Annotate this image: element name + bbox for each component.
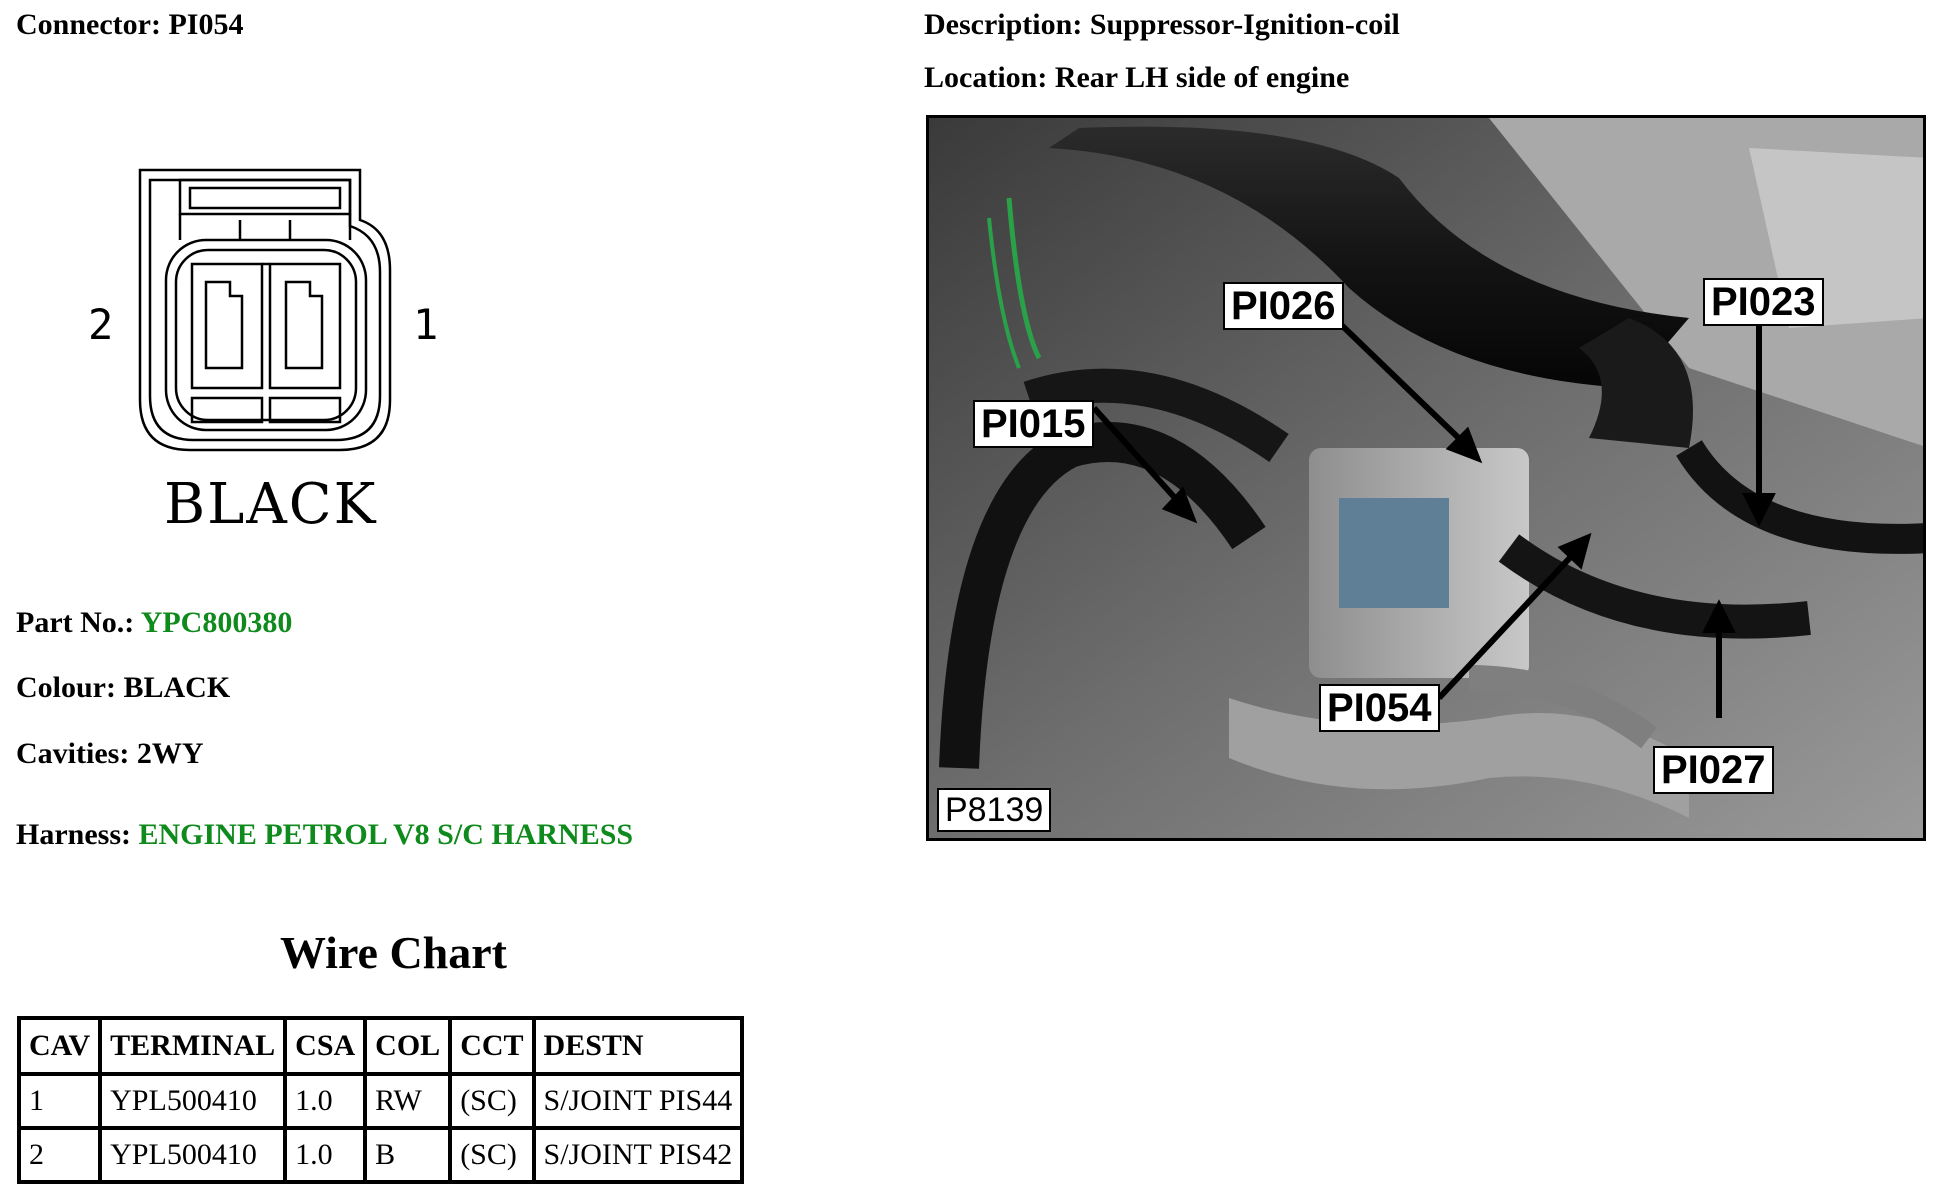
cell-cct: (SC) <box>448 1072 536 1130</box>
cell-destn: S/JOINT PIS44 <box>531 1072 745 1130</box>
header-terminal: TERMINAL <box>98 1016 288 1076</box>
location-value: Rear LH side of engine <box>1054 61 1350 94</box>
callout-pi027: PI027 <box>1653 746 1774 794</box>
callout-pi015: PI015 <box>973 400 1094 448</box>
photo-reference-label: P8139 <box>937 788 1052 832</box>
cavities-label: Cavities: <box>16 737 130 770</box>
connector-value: PI054 <box>168 8 244 41</box>
location-label: Location: <box>924 61 1048 94</box>
part-number-label: Part No.: <box>16 606 135 639</box>
connector-label: Connector: <box>16 8 161 41</box>
colour-value: BLACK <box>123 671 231 704</box>
header-col: COL <box>363 1016 453 1076</box>
callout-pi023: PI023 <box>1703 278 1824 326</box>
cell-terminal: YPL500410 <box>98 1126 288 1184</box>
header-cav: CAV <box>16 1016 103 1076</box>
part-number: Part No.: YPC800380 <box>16 606 292 640</box>
cell-csa: 1.0 <box>283 1126 368 1184</box>
cell-col: RW <box>363 1072 453 1130</box>
harness-label: Harness: <box>16 818 131 851</box>
location: Location: Rear LH side of engine <box>924 61 1349 95</box>
wire-chart-table: CAV TERMINAL CSA COL CCT DESTN 1 YPL5004… <box>16 1016 745 1184</box>
cell-destn: S/JOINT PIS42 <box>531 1126 745 1184</box>
engine-photo-illustration <box>929 118 1923 838</box>
engine-location-photo: PI026 PI023 PI015 PI054 PI027 P8139 <box>926 115 1926 841</box>
pin-number-2: 2 <box>88 300 114 349</box>
table-header-row: CAV TERMINAL CSA COL CCT DESTN <box>16 1016 745 1076</box>
cell-cav: 1 <box>16 1072 103 1130</box>
header-destn: DESTN <box>531 1016 745 1076</box>
harness-link[interactable]: ENGINE PETROL V8 S/C HARNESS <box>138 818 634 851</box>
part-number-link[interactable]: YPC800380 <box>140 606 293 639</box>
header-csa: CSA <box>283 1016 368 1076</box>
cell-terminal: YPL500410 <box>98 1072 288 1130</box>
harness: Harness: ENGINE PETROL V8 S/C HARNESS <box>16 818 633 852</box>
description-value: Suppressor-Ignition-coil <box>1089 8 1400 41</box>
cell-cct: (SC) <box>448 1126 536 1184</box>
cell-csa: 1.0 <box>283 1072 368 1130</box>
cell-col: B <box>363 1126 453 1184</box>
callout-pi026: PI026 <box>1223 282 1344 330</box>
cavities: Cavities: 2WY <box>16 737 203 771</box>
colour: Colour: BLACK <box>16 671 230 705</box>
connector-colour-caption: BLACK <box>164 472 378 537</box>
wire-chart-title: Wire Chart <box>280 927 507 978</box>
header-cct: CCT <box>448 1016 536 1076</box>
cavities-value: 2WY <box>136 737 204 770</box>
callout-pi054: PI054 <box>1319 684 1440 732</box>
connector-title: Connector: PI054 <box>16 8 243 42</box>
cell-cav: 2 <box>16 1126 103 1184</box>
description-label: Description: <box>924 8 1083 41</box>
pin-number-1: 1 <box>413 300 439 349</box>
connector-face-diagram <box>138 168 392 452</box>
description: Description: Suppressor-Ignition-coil <box>924 8 1400 42</box>
colour-label: Colour: <box>16 671 116 704</box>
table-row: 2 YPL500410 1.0 B (SC) S/JOINT PIS42 <box>16 1126 745 1184</box>
table-row: 1 YPL500410 1.0 RW (SC) S/JOINT PIS44 <box>16 1072 745 1130</box>
